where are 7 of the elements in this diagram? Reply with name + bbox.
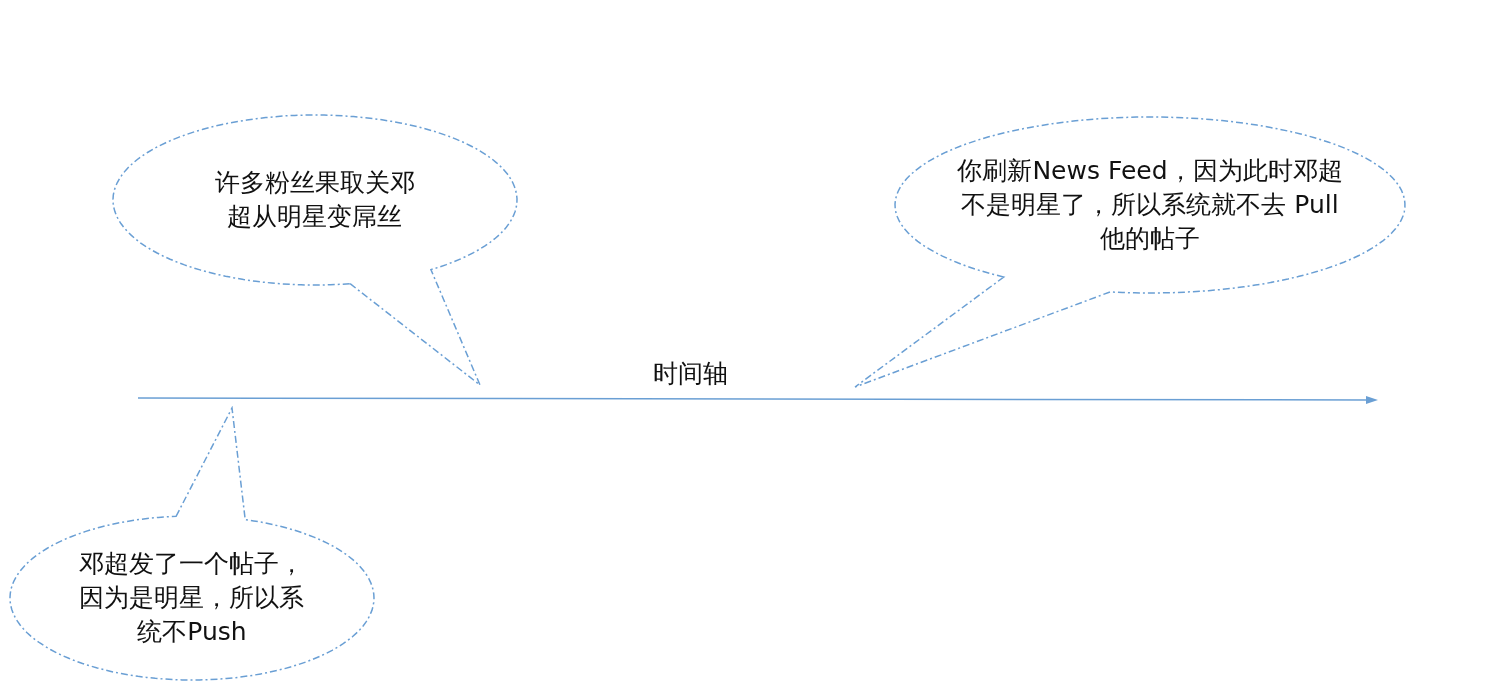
bubble-text: 许多粉丝果取关邓超从明星变屌丝 <box>215 167 415 233</box>
speech-bubble <box>111 113 519 387</box>
bubble-text: 邓超发了一个帖子，因为是明星，所以系统不Push <box>78 548 306 648</box>
bubble-text: 你刷新News Feed，因为此时邓超不是明星了，所以系统就不去 Pull 他的帖子 <box>956 155 1344 255</box>
axis-label: 时间轴 <box>652 358 728 390</box>
speech-bubble <box>8 406 376 682</box>
speech-bubble <box>853 115 1407 389</box>
